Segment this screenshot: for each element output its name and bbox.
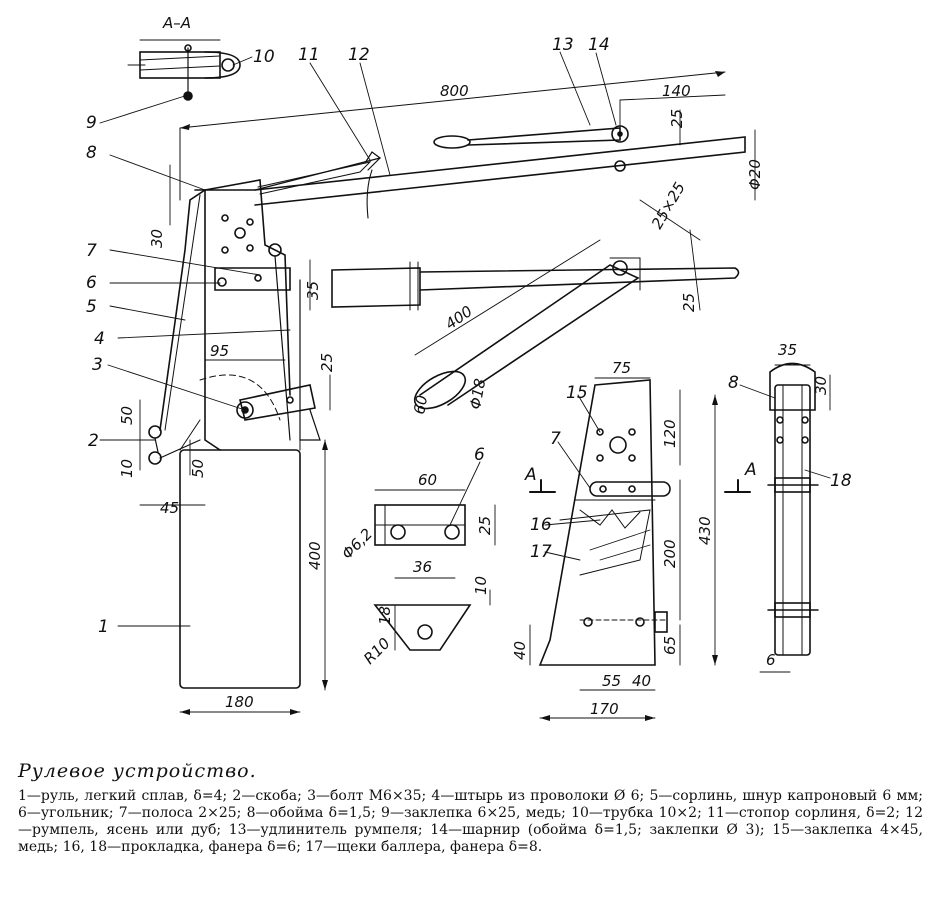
dim-800: 800 <box>440 82 469 100</box>
dim-400-blade: 400 <box>306 541 324 570</box>
dim-25x25: 25×25 <box>648 179 689 232</box>
dim-50b: 50 <box>189 459 207 478</box>
section-mark-left: А <box>524 465 537 485</box>
part-callouts: 9 10 11 12 13 14 8 7 6 5 4 3 2 1 6 15 7 … <box>86 35 852 637</box>
callout-2: 2 <box>88 431 99 451</box>
callout-6: 6 <box>86 273 97 293</box>
dim-18: 18 <box>376 606 394 625</box>
arrowheads <box>180 71 725 721</box>
section-mark-right: А <box>744 460 757 480</box>
dim-10b: 10 <box>472 576 490 595</box>
technical-drawing: А–А 800 140 25 Φ20 30 35 25×25 400 25 60… <box>86 14 852 721</box>
figure-caption: Рулевое устройство. 1—руль, легкий сплав… <box>18 760 923 856</box>
dim-430: 430 <box>696 516 714 545</box>
dim-35: 35 <box>304 281 322 300</box>
section-cut-markers <box>529 479 751 493</box>
callout-6-bracket: 6 <box>474 445 485 465</box>
callout-3: 3 <box>92 355 103 375</box>
dim-r10: R10 <box>360 634 394 668</box>
callout-9: 9 <box>86 113 97 133</box>
callout-7: 7 <box>86 241 97 261</box>
dim-25b: 25 <box>680 293 698 312</box>
dim-6: 6 <box>766 651 776 669</box>
dim-40b: 40 <box>632 672 651 690</box>
dim-140: 140 <box>662 82 691 100</box>
callout-11: 11 <box>298 45 320 65</box>
callout-13: 13 <box>552 35 574 55</box>
callout-8: 8 <box>86 143 97 163</box>
dim-55: 55 <box>602 672 621 690</box>
callout-12: 12 <box>348 45 370 65</box>
dim-180: 180 <box>225 693 254 711</box>
caption-title: Рулевое устройство. <box>18 760 257 782</box>
caption-legend: 1—руль, легкий сплав, δ=4; 2—скоба; 3—бо… <box>18 788 924 855</box>
leader-lines <box>99 51 831 627</box>
callout-5: 5 <box>86 297 97 317</box>
dim-phi18: Φ18 <box>466 377 489 411</box>
dim-400-extension: 400 <box>442 302 476 333</box>
tiller-extension-detail <box>331 257 740 410</box>
dim-120: 120 <box>661 419 679 448</box>
dimension-lines <box>139 39 831 719</box>
angle-bracket-detail <box>373 504 472 651</box>
dim-phi6-2: Φ6,2 <box>338 525 376 563</box>
callout-8-section: 8 <box>728 373 739 393</box>
callout-15: 15 <box>566 383 588 403</box>
dim-25c: 25 <box>318 353 336 372</box>
dim-170: 170 <box>590 700 619 718</box>
dim-95: 95 <box>210 342 229 360</box>
dim-30-right: 30 <box>812 376 830 395</box>
dim-10a: 10 <box>118 459 136 478</box>
dimension-labels: А–А 800 140 25 Φ20 30 35 25×25 400 25 60… <box>118 14 830 718</box>
dim-65: 65 <box>661 636 679 655</box>
callout-14: 14 <box>588 35 610 55</box>
callout-10: 10 <box>253 47 275 67</box>
dim-25d: 25 <box>476 516 494 535</box>
section-title: А–А <box>162 14 191 32</box>
dim-60: 60 <box>410 394 431 416</box>
dim-45: 45 <box>160 499 179 517</box>
dim-phi20: Φ20 <box>746 159 764 190</box>
drawing-canvas: А–А 800 140 25 Φ20 30 35 25×25 400 25 60… <box>86 14 852 721</box>
stock-cheek-detail <box>538 379 671 666</box>
callout-16: 16 <box>530 515 552 535</box>
dim-25a: 25 <box>668 109 686 128</box>
rudder-side-view <box>148 179 321 689</box>
dim-35-right: 35 <box>778 341 797 359</box>
dim-50a: 50 <box>118 406 136 425</box>
clamp-section-detail <box>767 362 819 656</box>
section-a-a-view <box>127 44 241 101</box>
dim-40a: 40 <box>511 641 529 660</box>
dim-30: 30 <box>148 229 166 248</box>
dim-200: 200 <box>661 539 679 568</box>
dim-75: 75 <box>612 359 631 377</box>
callout-18: 18 <box>830 471 852 491</box>
callout-17: 17 <box>530 542 552 562</box>
callout-4: 4 <box>94 329 105 349</box>
callout-1: 1 <box>98 617 109 637</box>
dim-60-bracket: 60 <box>418 471 437 489</box>
dim-36: 36 <box>413 558 432 576</box>
callout-7-cheek: 7 <box>550 429 561 449</box>
